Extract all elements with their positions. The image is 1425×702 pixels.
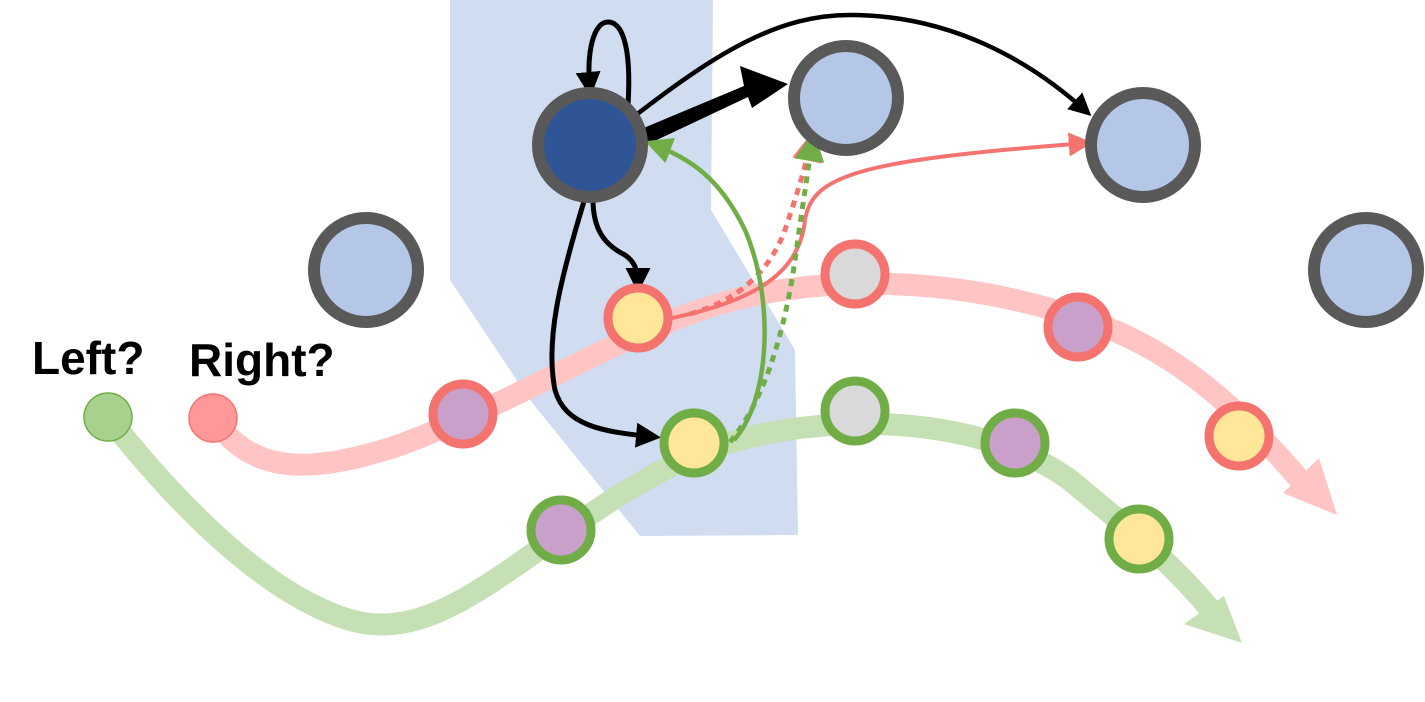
red-trajectory-arrowhead xyxy=(1283,458,1337,515)
green-trajectory-arrowhead xyxy=(1184,596,1242,643)
green-token-purple-1 xyxy=(526,495,596,565)
green-trajectory-band xyxy=(97,406,1226,636)
red-token-yellow-1 xyxy=(603,283,673,353)
left-label: Left? xyxy=(32,332,144,384)
right-label: Right? xyxy=(189,334,335,386)
red-token-purple-2 xyxy=(1043,292,1113,362)
green-dotted-edge-to-top xyxy=(728,131,825,444)
red-token-yellow-2 xyxy=(1204,401,1274,471)
state-node-left xyxy=(308,212,424,328)
red-token-gray xyxy=(820,239,890,309)
edge-active-to-red-yellow xyxy=(590,194,651,293)
edge-active-to-green-yellow xyxy=(549,197,661,448)
green-token-gray xyxy=(820,376,890,446)
state-node-top-center xyxy=(788,40,904,156)
self-loop-edge xyxy=(575,19,632,106)
state-node-far-right xyxy=(1308,212,1424,328)
state-node-active xyxy=(532,87,648,203)
green-token-yellow-2 xyxy=(1104,504,1174,574)
red-circle-icon xyxy=(188,393,238,443)
thick-edge-active-to-top xyxy=(634,66,788,146)
edge-active-to-top-right xyxy=(634,12,1092,117)
red-edge-to-top-right xyxy=(671,132,1093,320)
green-token-purple-2 xyxy=(980,408,1050,478)
red-token-purple-1 xyxy=(428,379,498,449)
green-token-yellow-1 xyxy=(659,408,729,478)
state-node-top-right xyxy=(1085,87,1201,203)
red-dotted-edge-to-top xyxy=(689,131,822,317)
green-circle-icon xyxy=(83,392,133,442)
